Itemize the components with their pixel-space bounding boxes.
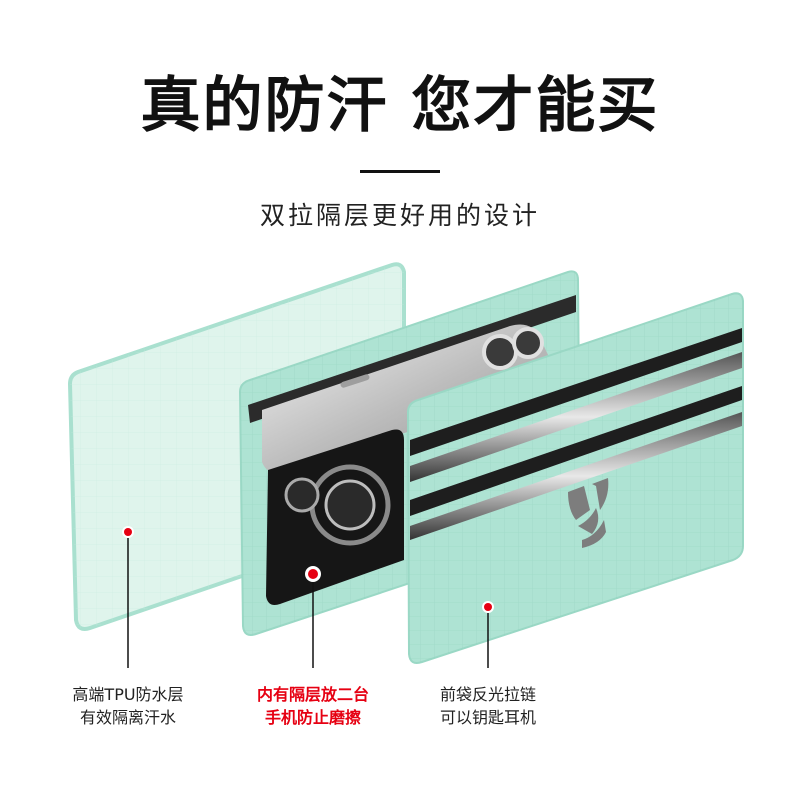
caption-front-pocket: 前袋反光拉链 可以钥匙耳机 — [378, 683, 598, 729]
marker-divider — [305, 566, 321, 668]
marker-dot-icon — [124, 528, 132, 536]
caption-line: 前袋反光拉链 — [439, 685, 536, 704]
caption-tpu-layer: 高端TPU防水层 有效隔离汗水 — [18, 683, 238, 729]
front-pocket-panel — [406, 292, 744, 664]
title-divider — [360, 170, 440, 173]
page-title: 真的防汗 您才能买 — [140, 71, 660, 141]
marker-dot-icon — [308, 569, 318, 579]
caption-line: 手机防止磨擦 — [264, 708, 361, 727]
caption-line: 高端TPU防水层 — [72, 685, 184, 704]
caption-line: 可以钥匙耳机 — [439, 708, 536, 727]
marker-tpu — [122, 526, 134, 668]
caption-inner-divider: 内有隔层放二台 手机防止磨擦 — [203, 683, 423, 729]
brand-logo-icon — [568, 478, 609, 548]
marker-pocket — [482, 601, 494, 668]
caption-line: 内有隔层放二台 — [256, 685, 369, 704]
page-subtitle: 双拉隔层更好用的设计 — [259, 201, 540, 230]
caption-line: 有效隔离汗水 — [79, 708, 176, 727]
marker-dot-icon — [484, 603, 492, 611]
